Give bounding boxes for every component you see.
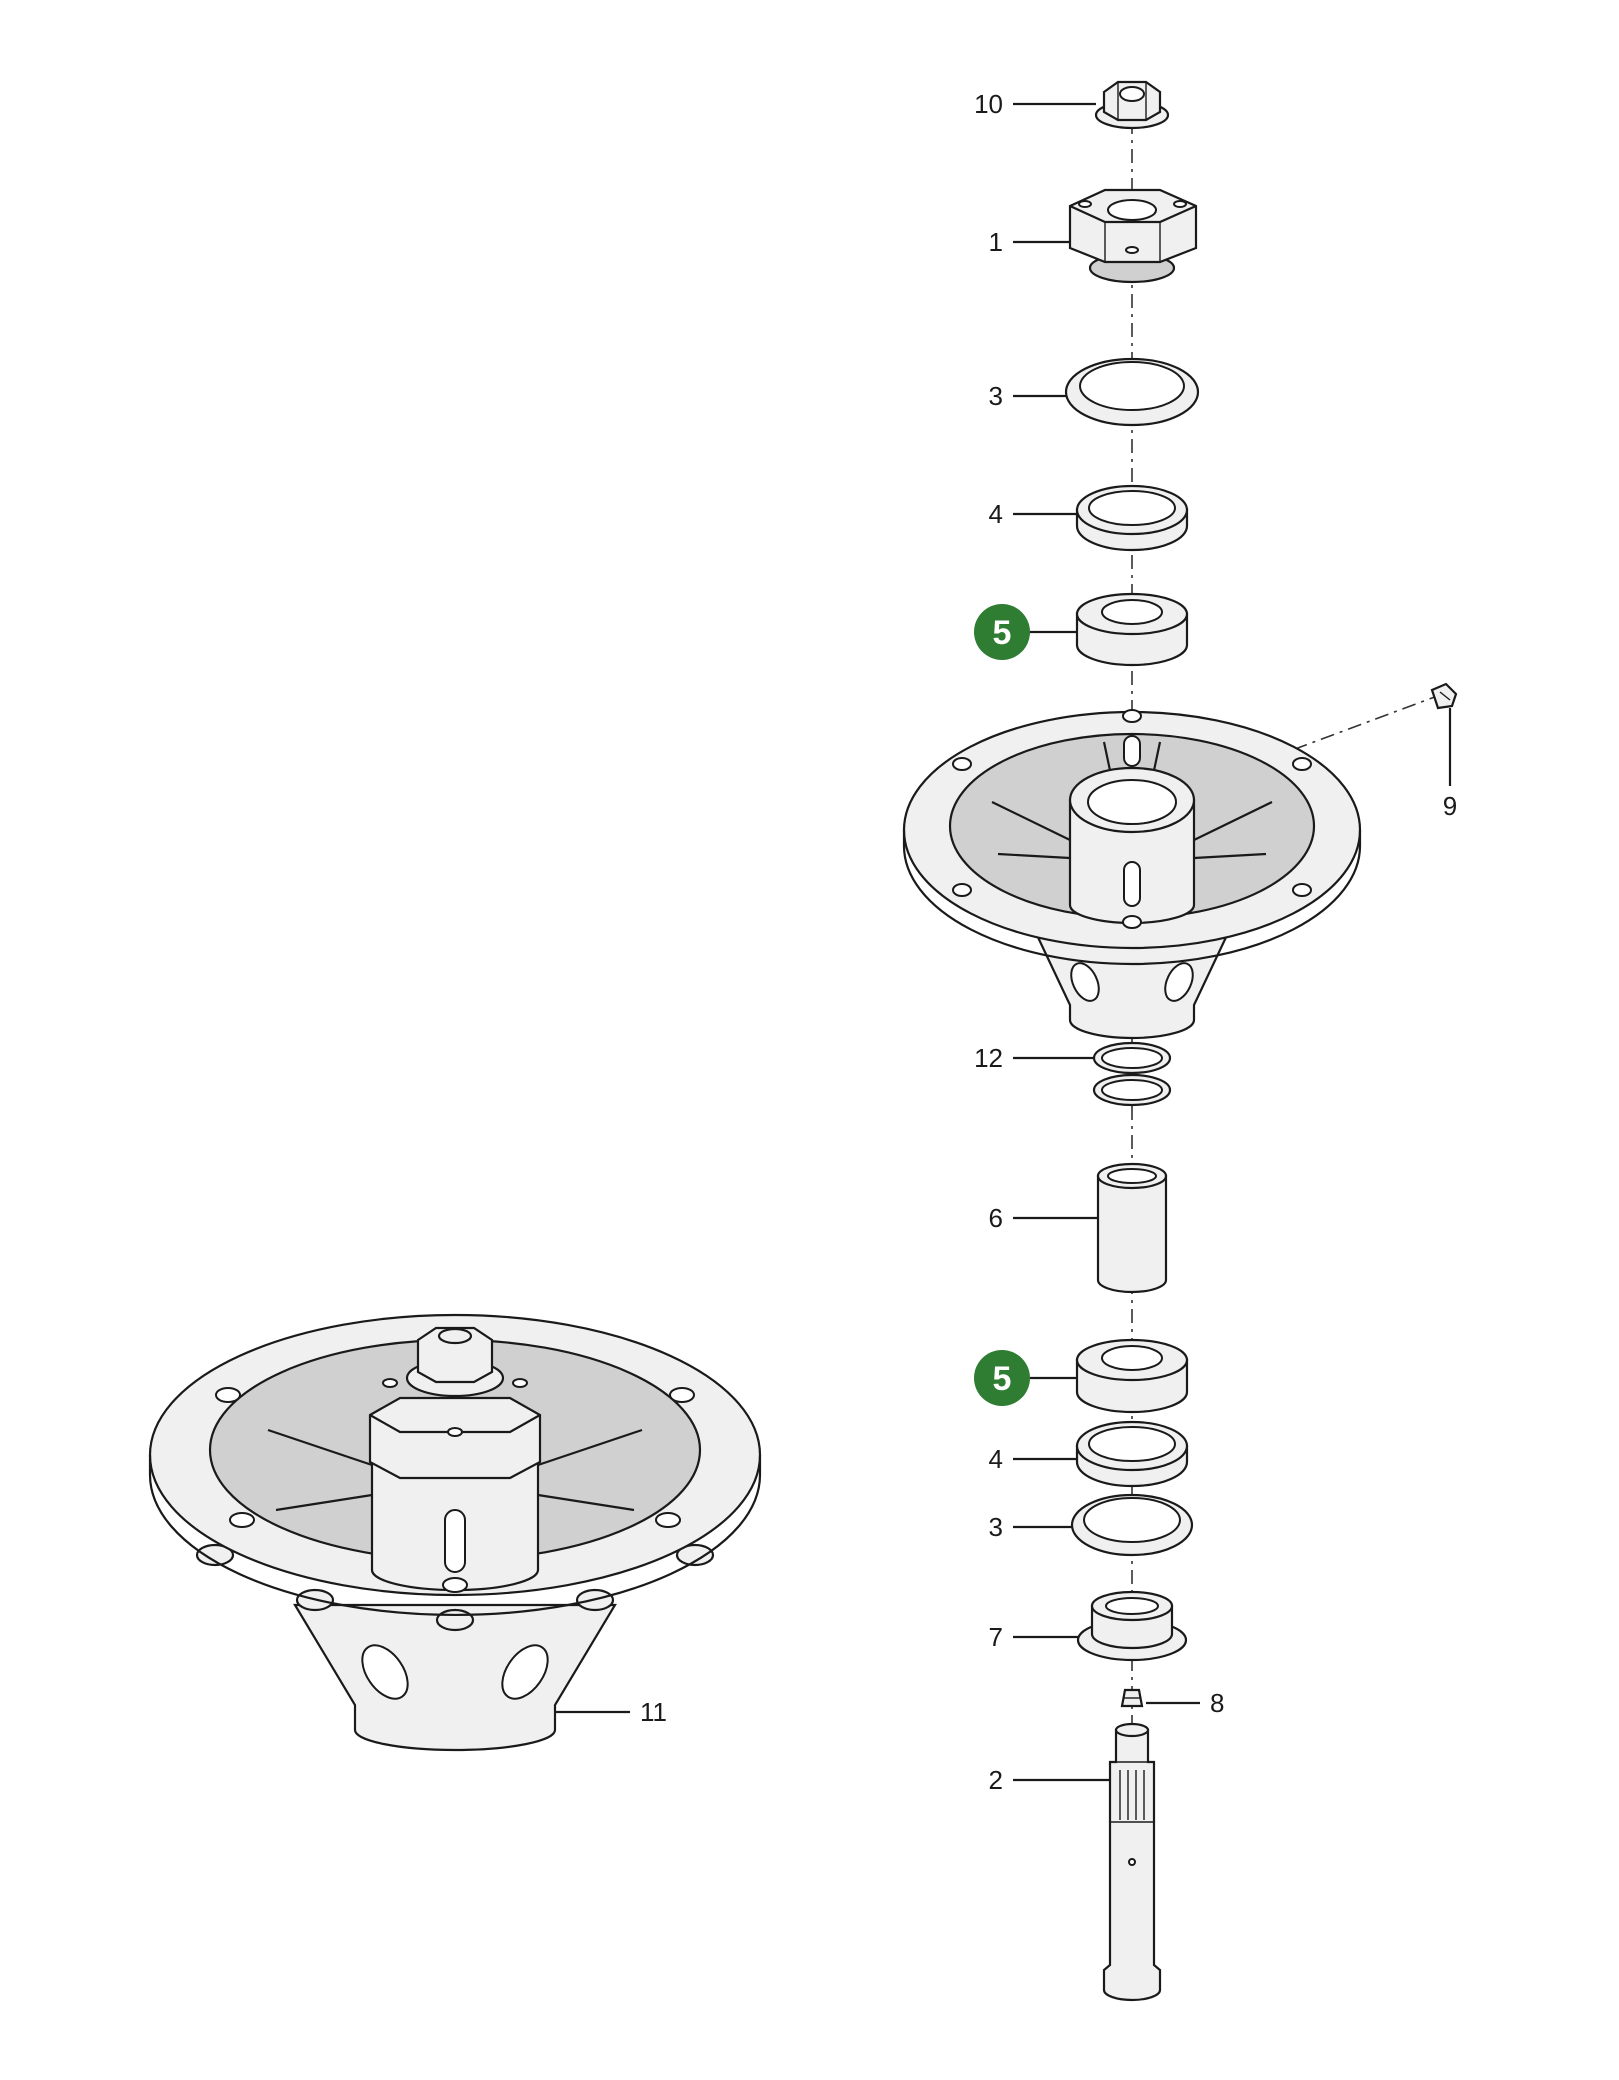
callout-upper-seal: 4 (989, 499, 1003, 529)
upper-seal-part (1075, 484, 1189, 552)
retainer-part (1076, 1590, 1188, 1662)
side-grease-fitting-part (1430, 682, 1458, 710)
upper-shield-part (1064, 357, 1200, 427)
callout-lower-shield: 3 (989, 1512, 1003, 1542)
callout-side-grease-fitting: 9 (1443, 791, 1457, 821)
callout-pulley-hub: 1 (989, 227, 1003, 257)
flange-nut-part (1094, 80, 1170, 130)
callout-spindle-assembly: 11 (640, 1697, 667, 1727)
callout-upper-shield: 3 (989, 381, 1003, 411)
o-ring-part (1092, 1041, 1172, 1107)
spacer-part (1096, 1162, 1168, 1294)
callout-retainer: 7 (989, 1622, 1003, 1652)
upper-bearing-part (1075, 592, 1189, 667)
callout-lower-bearing-badge: 5 (974, 1350, 1030, 1406)
pulley-hub-part (1068, 188, 1198, 284)
callout-upper-bearing-badge: 5 (974, 604, 1030, 660)
lower-shield-part (1070, 1493, 1194, 1557)
bottom-grease-fitting-part (1120, 1688, 1144, 1708)
callout-shaft: 2 (989, 1765, 1003, 1795)
shaft-part (1102, 1722, 1162, 2002)
callout-labels: 10 1 3 4 5 9 12 6 5 4 3 7 8 2 11 (640, 89, 1457, 1795)
lower-seal-part (1075, 1420, 1189, 1488)
leader-lines (555, 102, 1452, 1782)
lower-bearing-part (1075, 1338, 1189, 1414)
callout-spacer: 6 (989, 1203, 1003, 1233)
callout-upper-bearing: 5 (993, 614, 1012, 652)
callout-o-ring: 12 (974, 1043, 1003, 1073)
assembled-spindle-part (148, 1313, 762, 1752)
spindle-housing-part (902, 709, 1362, 1040)
callout-lower-bearing: 5 (993, 1360, 1012, 1398)
callout-bottom-grease-fitting: 8 (1210, 1688, 1224, 1718)
callout-lower-seal: 4 (989, 1444, 1003, 1474)
callout-nut: 10 (974, 89, 1003, 119)
